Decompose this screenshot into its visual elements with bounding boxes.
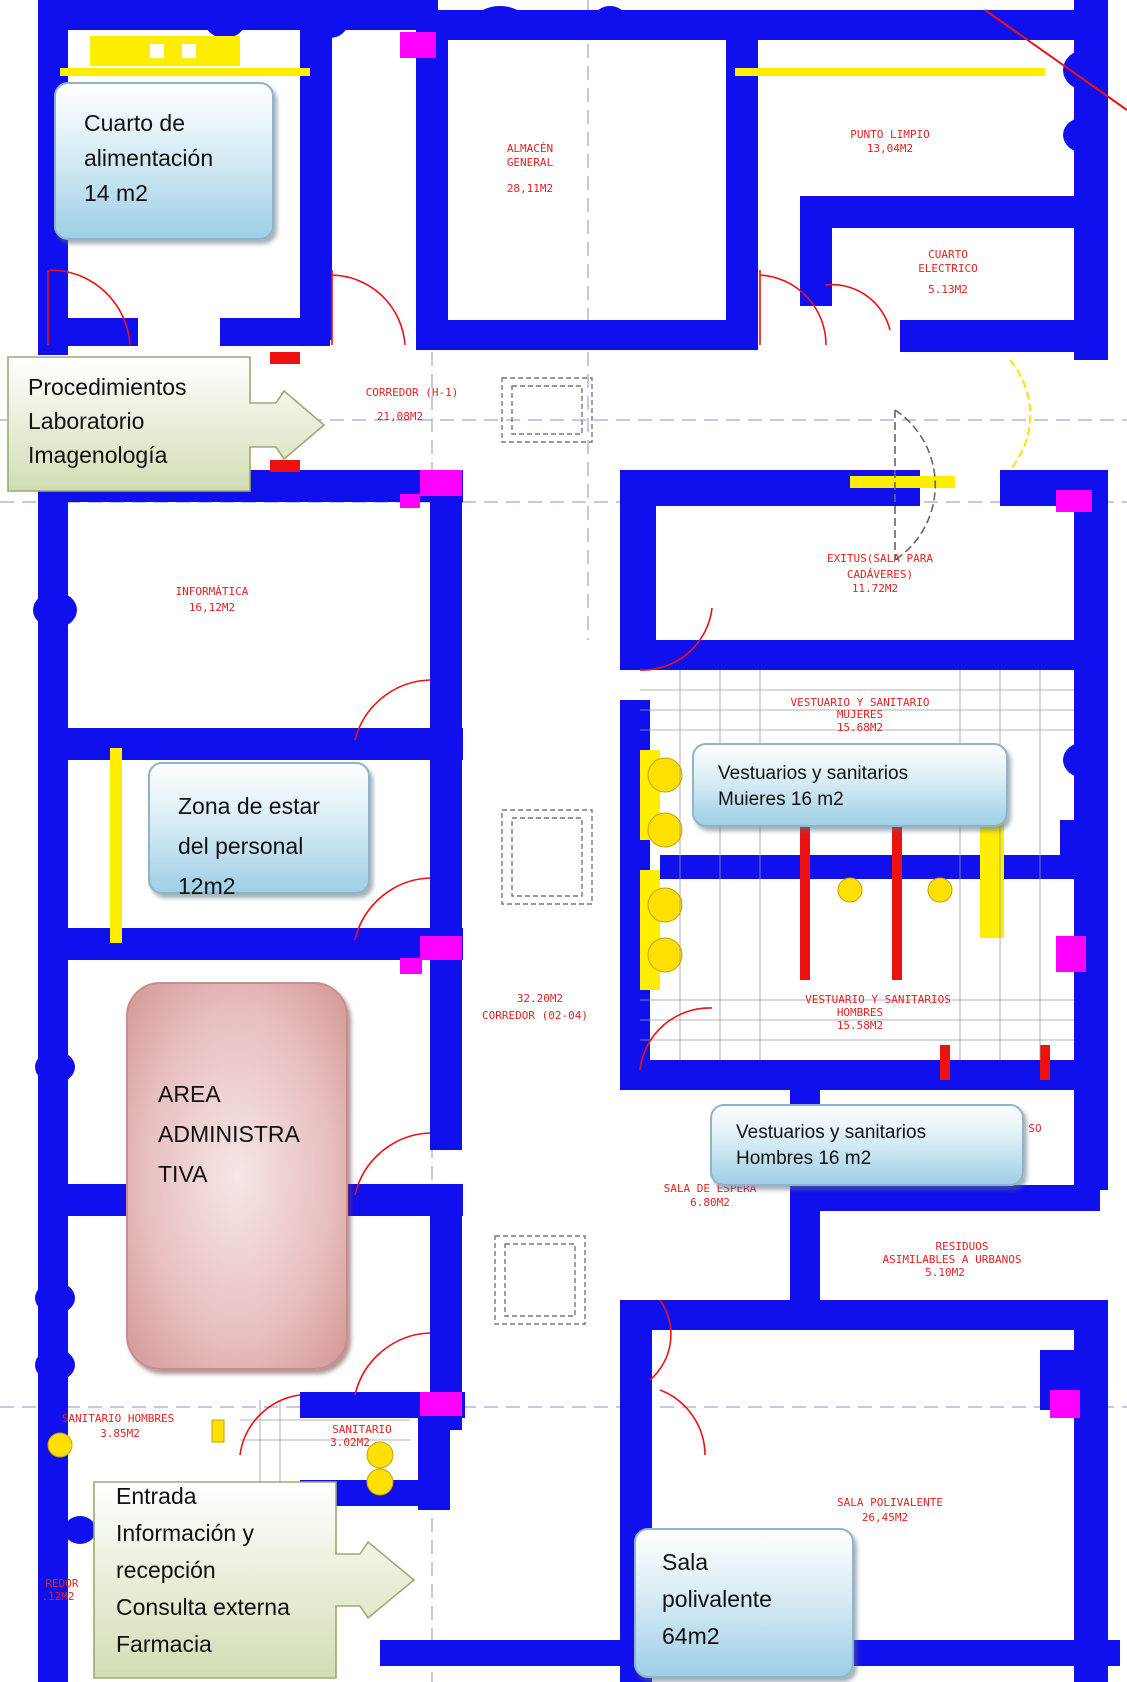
label-informatica-2: 16,12M2 [189,601,235,614]
label-vest-mujeres-2: MUJERES [837,708,883,721]
callout-area-admin-line-1: AREA [158,1081,221,1107]
callout-zona-estar: Zona de estar del personal 12m2 [148,762,370,899]
callout-cuarto-alimentacion-line-3: 14 m2 [84,180,148,206]
label-exitus-2: CADÁVERES) [847,568,913,581]
label-sanitario-hombres-2: 3.85M2 [100,1427,140,1440]
callout-area-admin-line-3: TIVA [158,1161,208,1187]
label-almacen-2: GENERAL [507,156,554,169]
label-sala-polivalente-2: 26,45M2 [862,1511,908,1524]
label-almacen-1: ALMACÉN [507,142,553,155]
callout-area-admin-line-2: ADMINISTRA [158,1121,300,1147]
label-sanitario-hombres-1: SANITARIO HOMBRES [62,1412,175,1425]
callout-sala-polivalente-line-1: Sala [662,1549,709,1575]
label-vest-mujeres-1: VESTUARIO Y SANITARIO [790,696,929,709]
callout-vest-mujeres-line-2: Muieres 16 m2 [718,789,844,810]
callout-zona-estar-line-3: 12m2 [178,873,236,899]
label-sala-polivalente-1: SALA POLIVALENTE [837,1496,943,1509]
label-vest-mujeres-3: 15.68M2 [837,721,883,734]
callout-procedimientos-line-2: Laboratorio [28,408,145,434]
label-corredor-left-2: .12M2 [41,1590,74,1603]
callout-cuarto-alimentacion-line-1: Cuarto de [84,110,186,136]
door-swings [47,9,1127,1456]
label-sanitario-2: 3.02M2 [330,1436,370,1449]
label-residuos-1: RESIDUOS [936,1240,989,1253]
label-cuarto-electrico-1: CUARTO [928,248,968,261]
callout-cuarto-alimentacion: Cuarto de alimentación 14 m2 [54,82,274,240]
callout-entrada-line-2: Información y [116,1520,255,1546]
label-exitus-3: 11.72M2 [852,582,898,595]
callout-vest-hombres-line-2: Hombres 16 m2 [736,1148,872,1169]
label-vest-hombres-1: VESTUARIO Y SANITARIOS [805,993,951,1006]
label-sanitario-1: SANITARIO [332,1423,392,1436]
room-labels: ALMACÉN GENERAL 28,11M2 PUNTO LIMPIO 13,… [41,128,1041,1603]
callout-procedimientos-line-3: Imagenología [28,442,168,468]
label-vest-hombres-2: HOMBRES [837,1006,883,1019]
callout-sala-polivalente: Sala polivalente 64m2 [634,1528,854,1678]
label-corredor-02-1: 32.20M2 [517,992,563,1005]
callout-zona-estar-line-2: del personal [178,833,304,859]
callout-procedimientos-shape [7,356,326,492]
callout-zona-estar-line-1: Zona de estar [178,793,320,819]
label-vest-hombres-3: 15.58M2 [837,1019,883,1032]
label-cuarto-electrico-2: ELECTRICO [918,262,978,275]
callout-entrada-shape [93,1481,416,1679]
label-corredor-h1-2: 21,08M2 [377,410,423,423]
red-partitions [270,352,1050,1080]
label-informatica-1: INFORMÁTICA [176,585,249,598]
tile-grid [240,670,1074,1500]
callout-entrada-line-3: recepción [116,1557,216,1583]
callout-vest-hombres-line-1: Vestuarios y sanitarios [736,1122,927,1143]
callout-vest-mujeres-line-1: Vestuarios y sanitarios [718,763,909,784]
shafts [494,377,593,1325]
label-residuos-2: ASIMILABLES A URBANOS [882,1253,1021,1266]
label-so: SO [1028,1122,1041,1135]
callout-procedimientos: Procedimientos Laboratorio Imagenología [28,370,248,472]
callout-cuarto-alimentacion-line-2: alimentación [84,145,214,171]
callout-vest-hombres: Vestuarios y sanitarios Hombres 16 m2 [710,1104,1024,1186]
callout-sala-polivalente-line-2: polivalente [662,1586,772,1612]
label-cuarto-electrico-3: 5.13M2 [928,283,968,296]
callout-entrada-line-1: Entrada [116,1483,197,1509]
label-exitus-1: EXITUS(SALA PARA [827,552,933,565]
callout-vest-mujeres: Vestuarios y sanitarios Muieres 16 m2 [692,743,1008,827]
callout-entrada: Entrada Información y recepción Consulta… [116,1478,346,1663]
columns [400,32,1092,1418]
wall-blobs [33,6,1107,1544]
callout-sala-polivalente-line-3: 64m2 [662,1623,720,1649]
label-sala-espera-2: 6.80M2 [690,1196,730,1209]
label-punto-limpio-2: 13,04M2 [867,142,913,155]
callout-procedimientos-line-1: Procedimientos [28,374,187,400]
label-corredor-left-1: REDOR [45,1577,78,1590]
callout-area-admin: AREA ADMINISTRA TIVA [126,982,348,1370]
label-residuos-3: 5.10M2 [925,1266,965,1279]
label-corredor-02-2: CORREDOR (02-04) [482,1009,588,1022]
label-almacen-3: 28,11M2 [507,182,553,195]
callout-entrada-line-5: Farmacia [116,1631,212,1657]
label-corredor-h1-1: CORREDOR (H-1) [366,386,459,399]
label-punto-limpio-1: PUNTO LIMPIO [850,128,929,141]
callout-entrada-line-4: Consulta externa [116,1594,290,1620]
